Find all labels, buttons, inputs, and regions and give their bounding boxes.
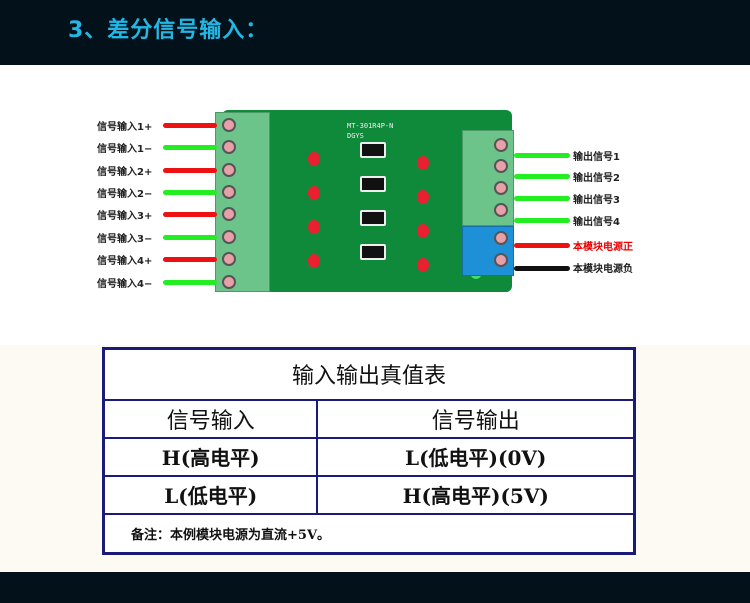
screw-terminal	[494, 231, 508, 245]
screw-terminal	[222, 163, 236, 177]
screw-terminal	[222, 230, 236, 244]
screw-terminal	[222, 140, 236, 154]
input-wire	[163, 280, 217, 285]
screw-terminal	[222, 207, 236, 221]
power-terminal-block	[462, 226, 514, 276]
input-label: 信号输入4−	[97, 279, 153, 290]
silk-model: MT-301R4P-N	[347, 122, 394, 130]
input-label: 信号输入1+	[97, 122, 153, 133]
input-wire	[163, 123, 217, 128]
input-wire	[163, 235, 217, 240]
input-label: 信号输入2+	[97, 167, 153, 178]
screw-terminal	[222, 185, 236, 199]
output-label: 输出信号4	[573, 217, 620, 228]
input-wire	[163, 145, 217, 150]
silk-brand: DGYS	[347, 132, 364, 140]
input-label: 信号输入1−	[97, 144, 153, 155]
screw-terminal	[494, 203, 508, 217]
input-label: 信号输入3−	[97, 234, 153, 245]
table-note: 备注：本例模块电源为直流+5V。	[102, 512, 636, 555]
optocoupler-chip	[360, 142, 386, 158]
truth-table: 输入输出真值表 信号输入信号输出 H(高电平)L(低电平)(0V) L(低电平)…	[102, 347, 636, 555]
screw-terminal	[222, 118, 236, 132]
cell: H(高电平)(5V)	[316, 474, 636, 515]
screw-terminal	[494, 138, 508, 152]
optocoupler-chip	[360, 176, 386, 192]
header-bar: 3、差分信号输入：	[0, 0, 750, 65]
input-label: 信号输入3+	[97, 211, 153, 222]
output-wire	[514, 218, 570, 223]
power-positive-label: 本模块电源正	[573, 242, 633, 253]
output-label: 输出信号1	[573, 152, 620, 163]
input-wire	[163, 212, 217, 217]
screw-terminal	[494, 159, 508, 173]
output-wire	[514, 174, 570, 179]
cell: L(低电平)	[102, 474, 319, 515]
input-wire	[163, 190, 217, 195]
power-negative-wire	[514, 266, 570, 271]
input-label: 信号输入4+	[97, 256, 153, 267]
led	[308, 254, 320, 268]
output-label: 输出信号3	[573, 195, 620, 206]
screw-terminal	[222, 275, 236, 289]
input-wire	[163, 168, 217, 173]
table-title: 输入输出真值表	[102, 347, 636, 401]
footer-bar	[0, 572, 750, 603]
led	[417, 156, 429, 170]
output-label: 输出信号2	[573, 173, 620, 184]
section-title: 3、差分信号输入：	[68, 18, 269, 43]
header-output: 信号输出	[316, 398, 636, 439]
cell: H(高电平)	[102, 436, 319, 477]
led	[417, 224, 429, 238]
power-positive-wire	[514, 243, 570, 248]
led	[308, 220, 320, 234]
led	[308, 152, 320, 166]
screw-terminal	[494, 181, 508, 195]
led	[308, 186, 320, 200]
screw-terminal	[222, 252, 236, 266]
header-input: 信号输入	[102, 398, 319, 439]
cell: L(低电平)(0V)	[316, 436, 636, 477]
led	[417, 190, 429, 204]
input-terminal-block	[215, 112, 270, 292]
optocoupler-chip	[360, 244, 386, 260]
output-wire	[514, 196, 570, 201]
input-label: 信号输入2−	[97, 189, 153, 200]
input-wire	[163, 257, 217, 262]
led	[417, 258, 429, 272]
power-negative-label: 本模块电源负	[573, 264, 633, 275]
output-wire	[514, 153, 570, 158]
screw-terminal	[494, 253, 508, 267]
optocoupler-chip	[360, 210, 386, 226]
